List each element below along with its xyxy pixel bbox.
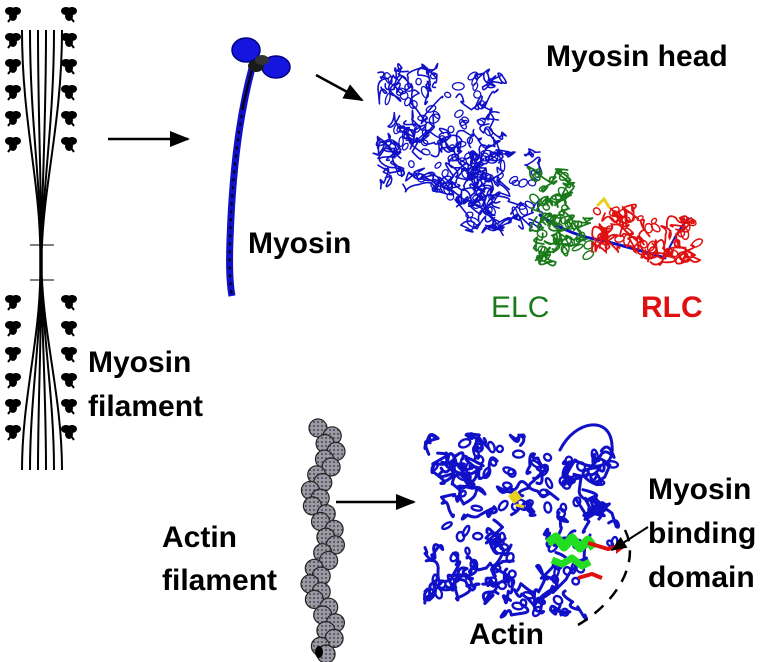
essential-light-chain-structure — [526, 166, 595, 267]
binding-domain-label-line3: domain — [648, 561, 755, 594]
actin-monomer-structure — [422, 423, 621, 622]
actin-filament-label-line2: filament — [162, 564, 278, 597]
myosin-molecule-illustration — [226, 37, 291, 297]
arrow-binding-label — [610, 526, 649, 551]
myosin-head-label: Myosin head — [546, 40, 728, 73]
myosin-filament-label-line2: filament — [88, 390, 204, 423]
binding-domain-label-line2: binding — [648, 517, 757, 550]
elc-label: ELC — [491, 291, 550, 324]
myosin-filament-label-line1: Myosin — [88, 346, 192, 379]
actin-filament-illustration — [300, 418, 346, 662]
actin-label: Actin — [469, 618, 544, 651]
rlc-label: RLC — [641, 291, 703, 324]
actin-filament-label-line1: Actin — [162, 521, 237, 554]
regulatory-light-chain-structure — [591, 196, 704, 266]
myosin-filament-illustration — [5, 7, 77, 471]
arrow-myosin-to-head — [315, 73, 364, 102]
myosin-head-structure — [372, 62, 689, 260]
myosin-label: Myosin — [248, 227, 352, 260]
binding-domain-label-line1: Myosin — [648, 473, 752, 506]
